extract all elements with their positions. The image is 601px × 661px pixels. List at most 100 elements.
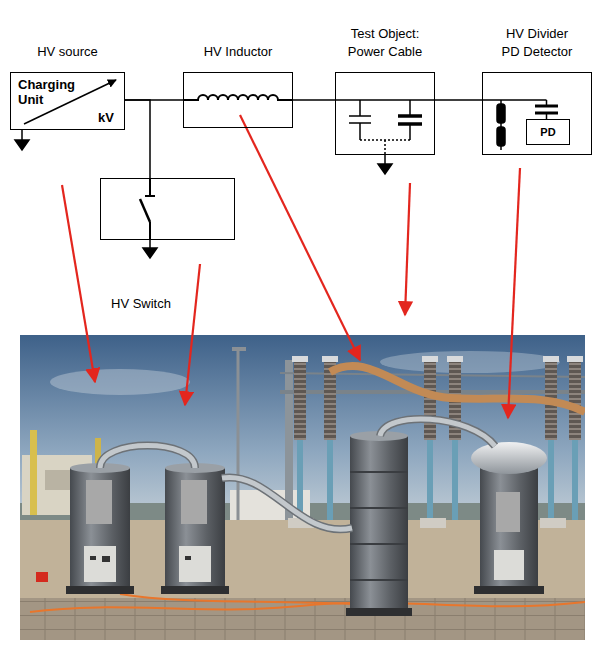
inductor-box: HV Inductor [183,72,293,128]
insulator-cap [543,356,559,362]
capacitor-lead [359,100,361,116]
hv-pipe [222,477,352,529]
switch-box: HV Switch [100,178,235,240]
resistor-symbol [497,104,505,123]
tank-ring [350,471,408,473]
capacitor-lead [409,100,411,116]
wire [435,99,482,101]
light-pole [237,350,240,520]
switch-lead [149,222,151,240]
trolley [346,608,412,616]
control-panel [179,546,211,582]
ground-symbol [15,140,29,150]
hv-pipe [100,446,195,469]
leader-arrows [62,115,520,418]
support-column [427,440,433,525]
resistor-symbol [497,127,505,146]
gantry-post [285,360,293,520]
ground-stem [149,240,151,248]
block-text: Charging Unit [18,77,86,107]
inductor-coil [183,95,293,100]
switch-contact [149,178,151,196]
corona-dome [471,442,547,474]
support-column [572,440,578,525]
insulator-cap [422,356,438,362]
redacted-plate [181,480,207,524]
insulator-cap [322,356,338,362]
panel-switch [185,556,191,560]
block-text: PD [527,126,569,139]
insulator [424,360,436,440]
leader-arrow [62,185,95,382]
divider-wire [482,99,547,101]
leader-arrow [405,183,410,315]
block-text: kV [98,110,114,125]
block-heading: HV Divider PD Detector [497,25,577,61]
capacitor-plate [349,115,371,117]
wire [293,99,335,101]
insulator-cap [567,356,583,362]
ground-symbol [378,164,392,174]
control-panel [84,546,116,582]
redacted-plate [86,480,112,524]
ground-stem [21,130,23,140]
capacitor-lead [409,124,411,140]
hv-cable [330,366,585,412]
block-heading: HV source [18,43,118,61]
through-wire [335,99,435,101]
hv-pipe [380,419,495,446]
panel-switch [102,556,110,562]
redacted-plate [496,492,520,532]
support-column [452,440,458,525]
capacitor-plate [398,114,422,118]
source-box: HV sourceCharging UnitkV [10,72,125,130]
block-heading: Test Object: Power Cable [338,25,433,61]
pd-box: PD [526,119,570,145]
cloud [50,369,190,395]
leader-arrow [185,264,200,405]
charging-unit-tank [70,468,130,586]
ground-symbol [143,248,157,258]
site-photo [20,335,585,640]
switch-contact [145,195,155,197]
switch-blade [140,199,150,222]
capacitor-lead [359,123,361,140]
cloud [380,351,560,373]
ground-cable [120,594,352,604]
schematic-symbols [15,80,558,258]
wire [125,100,150,178]
plant-tower [30,430,37,515]
dotted-return [384,140,386,155]
tank-ring [350,579,408,581]
trolley [161,586,229,594]
tank-ring [350,507,408,509]
warning-lamp [36,572,48,582]
leader-arrow [240,115,360,360]
foundation [540,518,566,528]
light-head [232,347,246,351]
support-column [327,440,333,525]
block-heading: HV Switch [111,295,171,313]
trolley [66,586,134,594]
divider-box: HV Divider PD DetectorPD [482,72,592,155]
ground-stem [384,155,386,164]
divider-tank [480,468,538,586]
insulator-cap [292,356,308,362]
insulator-cap [447,356,463,362]
hv-pipe [100,446,195,469]
leader-arrow [508,168,520,418]
insulator [569,360,581,440]
switch-tank [165,468,225,586]
insulator [294,360,306,440]
inductor-tank [350,436,408,608]
control-panel [494,550,524,580]
paving [20,598,585,640]
hv-pipe [222,477,352,529]
panel-switch [90,556,96,560]
foundation [420,518,446,528]
support-column [548,440,554,525]
